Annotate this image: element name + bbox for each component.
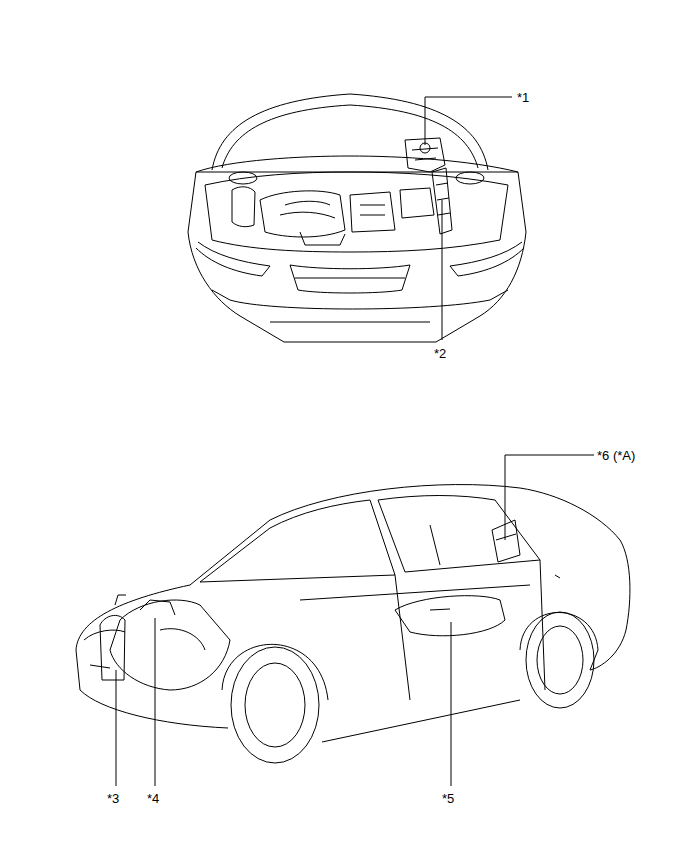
callout-number: *2 [433,346,447,361]
callout-number: *3 [106,791,120,806]
front-view-car [188,94,526,342]
callout-number: *5 [441,791,455,806]
leader-lines [116,97,594,786]
callout-number: *1 [516,90,530,105]
side-view-car [76,485,630,763]
callout-number: *6 (*A) [596,448,636,463]
callout-number: *4 [146,791,160,806]
